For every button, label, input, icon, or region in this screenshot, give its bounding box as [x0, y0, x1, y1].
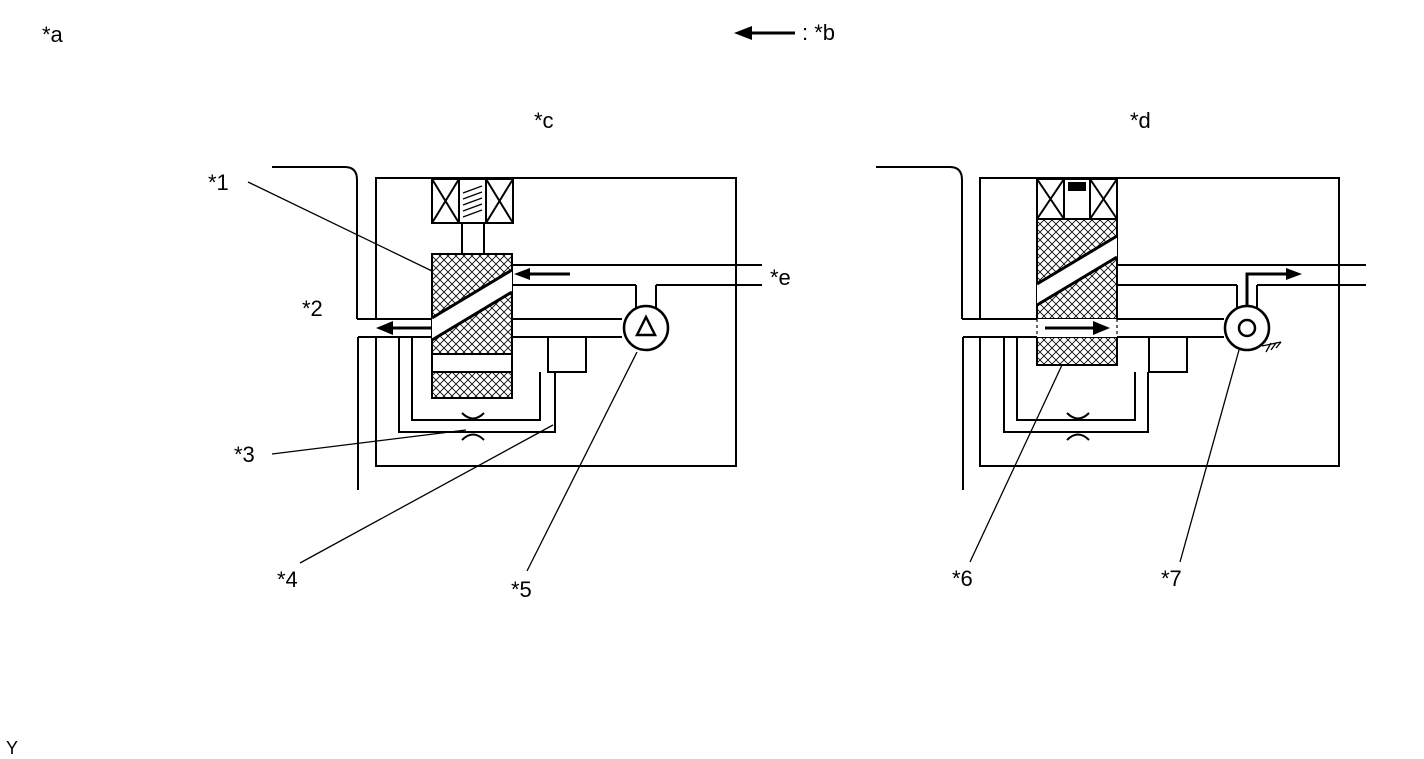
label-2: *2 — [302, 296, 323, 321]
label-e: *e — [770, 265, 791, 290]
label-d: *d — [1130, 108, 1151, 133]
diagram-c — [272, 166, 762, 490]
label-1: *1 — [208, 170, 229, 195]
legend-label-b: : *b — [802, 20, 835, 45]
label-5: *5 — [511, 577, 532, 602]
label-3: *3 — [234, 442, 255, 467]
diagram-d — [876, 166, 1366, 490]
label-y: Y — [6, 738, 18, 758]
label-4: *4 — [277, 567, 298, 592]
legend-arrow-icon — [734, 26, 795, 40]
pump-c — [622, 304, 670, 352]
pump-d — [1223, 304, 1271, 352]
label-a: *a — [42, 22, 64, 47]
label-6: *6 — [952, 566, 973, 591]
label-7: *7 — [1161, 566, 1182, 591]
label-c: *c — [534, 108, 554, 133]
leader-lines-d — [969, 349, 1240, 563]
leader-lines-c — [247, 181, 638, 572]
